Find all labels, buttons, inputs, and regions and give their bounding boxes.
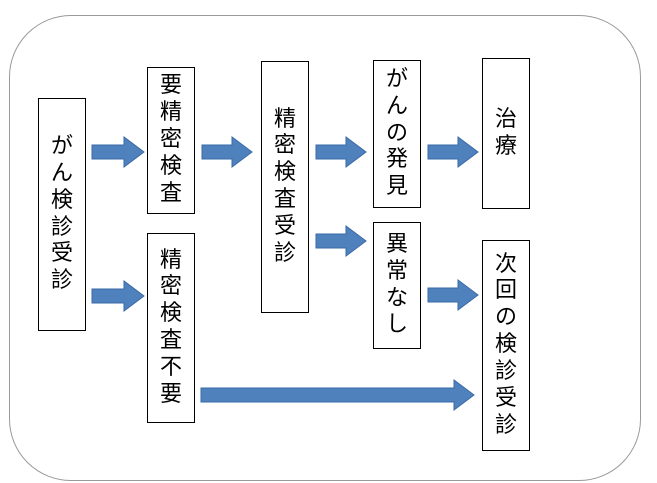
arrow-taken-to-no-abnormality (315, 225, 367, 257)
node-char: 診 (494, 412, 517, 438)
arrow-not-needed-to-next (200, 379, 475, 411)
arrow-found-to-treatment (427, 136, 479, 168)
node-char: 査 (159, 180, 182, 206)
node-char: 検 (494, 332, 517, 358)
node-char: 密 (159, 274, 182, 300)
node-char: 精 (273, 106, 296, 132)
node-detailed-exam-needed: 要精密検査 (147, 67, 195, 214)
node-char: ん (50, 160, 73, 186)
node-char: し (385, 312, 408, 338)
node-char: 不 (159, 354, 182, 380)
arrow-no-abnormality-to-next (427, 279, 479, 311)
node-char: 発 (385, 147, 408, 173)
node-char: 診 (273, 240, 296, 266)
node-detailed-exam-not-needed: 精密検査不要 (147, 233, 195, 423)
node-char: が (385, 66, 408, 92)
node-treatment: 治療 (482, 58, 530, 209)
node-char: 見 (385, 174, 408, 200)
node-char: 検 (159, 153, 182, 179)
node-cancer-screening: がん検診受診 (38, 98, 86, 331)
node-char: 検 (50, 187, 73, 213)
node-char: な (385, 285, 408, 311)
node-next-screening: 次回の検診受診 (482, 240, 530, 451)
node-char: 精 (159, 100, 182, 126)
node-char: の (385, 120, 408, 146)
node-char: 検 (273, 160, 296, 186)
node-char: 密 (159, 127, 182, 153)
node-char: 受 (50, 241, 73, 267)
node-no-abnormality: 異常なし (373, 222, 421, 349)
node-char: 次 (494, 251, 517, 277)
node-char: 受 (273, 213, 296, 239)
node-char: 治 (494, 106, 517, 132)
node-char: 要 (159, 73, 182, 99)
node-char: 要 (159, 381, 182, 407)
node-detailed-exam-taken: 精密検査受診 (261, 61, 309, 313)
node-char: の (494, 305, 517, 331)
arrow-screening-to-needed (91, 136, 145, 168)
node-char: 療 (494, 133, 517, 159)
node-char: 精 (159, 247, 182, 273)
node-char: 常 (385, 258, 408, 284)
node-char: 受 (494, 385, 517, 411)
node-char: 査 (159, 328, 182, 353)
node-char: 密 (273, 133, 296, 159)
node-char: 回 (494, 278, 517, 304)
node-char: 査 (273, 187, 296, 212)
arrow-screening-to-not-needed (91, 280, 145, 312)
node-cancer-found: がんの発見 (373, 60, 421, 208)
arrow-needed-to-taken (201, 136, 253, 168)
node-char: ん (385, 93, 408, 119)
node-char: 検 (159, 301, 182, 327)
node-char: 診 (50, 268, 73, 294)
arrow-taken-to-found (315, 136, 367, 168)
node-char: 診 (494, 358, 517, 384)
node-char: が (50, 134, 73, 160)
node-char: 異 (385, 231, 408, 257)
node-char: 診 (50, 214, 73, 240)
